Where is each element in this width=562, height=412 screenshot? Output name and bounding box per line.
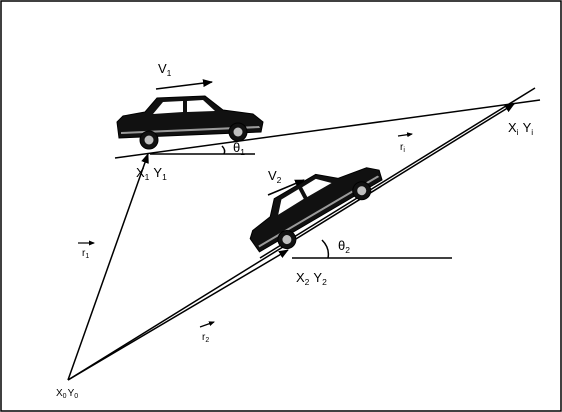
car1-window-rear	[187, 100, 215, 112]
label-v1: V1	[158, 61, 172, 78]
r2-overarrow	[199, 321, 215, 328]
label-point-0: X0Y0	[56, 388, 78, 400]
car2-window-front	[278, 189, 304, 215]
theta2-arc	[321, 239, 330, 259]
car1-heading-line	[114, 99, 541, 159]
trajectory-lines	[114, 87, 541, 259]
velocity-v2-arrow	[267, 179, 305, 196]
label-ri: ri	[400, 142, 405, 154]
label-r2: r2	[202, 332, 209, 344]
car1-rear-hub	[144, 135, 154, 145]
ri-overarrow	[397, 132, 413, 138]
label-theta1: θ1	[233, 140, 245, 157]
car-2	[249, 167, 383, 253]
car1-stripe	[121, 126, 260, 134]
label-theta2: θ2	[338, 238, 350, 255]
car2-window-rear	[302, 178, 332, 198]
vector-r1	[67, 153, 149, 381]
vector-r2	[67, 249, 289, 381]
label-v2: V2	[268, 168, 282, 185]
theta1-arc	[221, 145, 226, 155]
car2-rear-hub	[282, 235, 292, 245]
car2-body	[249, 167, 383, 253]
car-1	[116, 95, 264, 150]
velocity-v1-arrow	[155, 79, 213, 90]
car1-window-front	[153, 101, 183, 114]
car2-heading-line	[259, 87, 536, 259]
label-r1: r1	[82, 248, 89, 260]
car2-stripe	[258, 175, 380, 248]
car2-front-hub	[357, 186, 367, 196]
car1-front-hub	[233, 127, 243, 137]
